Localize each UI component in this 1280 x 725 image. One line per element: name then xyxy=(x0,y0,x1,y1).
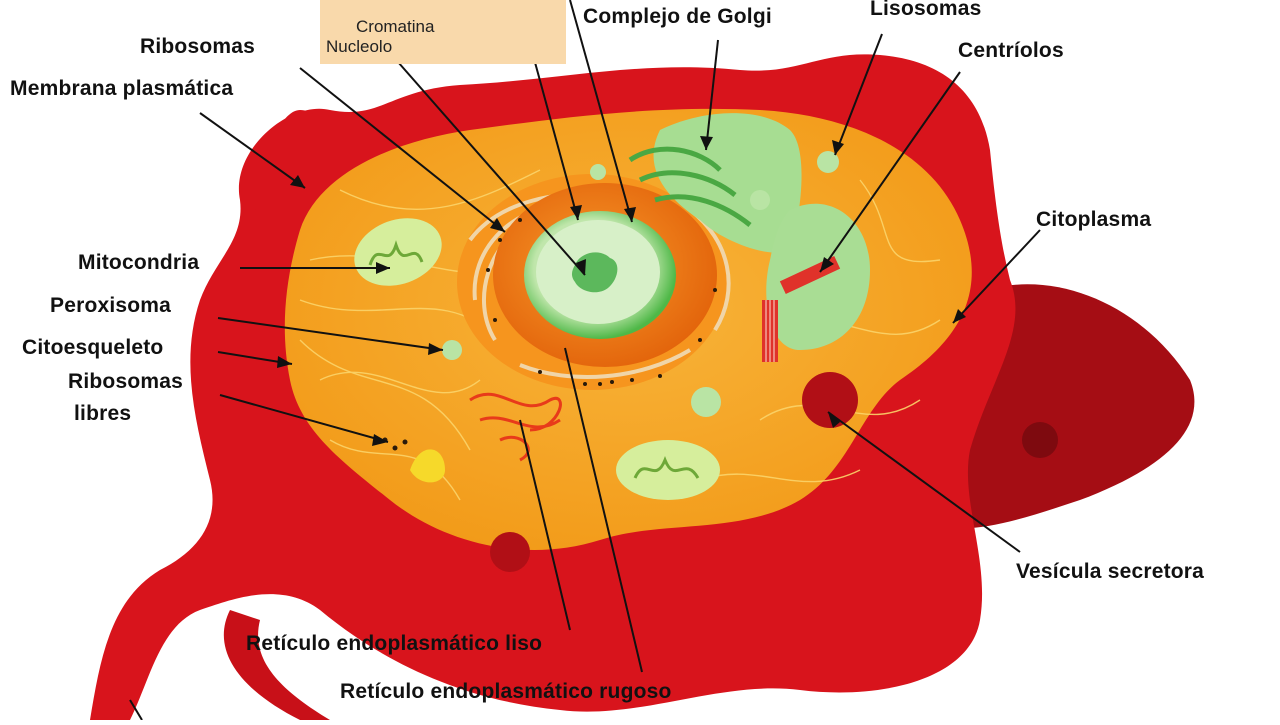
label-ribosomas-libres-1: Ribosomas xyxy=(68,370,183,393)
membrane-pore-1 xyxy=(1022,422,1058,458)
label-nucleolo: Nucleolo xyxy=(326,37,393,56)
label-citoesqueleto: Citoesqueleto xyxy=(22,336,164,359)
label-peroxisoma: Peroxisoma xyxy=(50,294,172,317)
label-vesicula-secretora: Vesícula secretora xyxy=(1016,560,1205,583)
label-cromatina: Cromatina xyxy=(356,17,435,36)
label-membrana-plasmatica: Membrana plasmática xyxy=(10,77,234,100)
arrowheads xyxy=(277,136,966,446)
yellow-vesicle xyxy=(410,449,445,483)
centriole-stripes xyxy=(765,300,775,362)
golgi-apparatus xyxy=(628,113,802,253)
mitochondrion-lower xyxy=(616,440,720,500)
label-ribosomas: Ribosomas xyxy=(140,35,255,58)
lysosome xyxy=(817,151,839,173)
label-citoplasma: Citoplasma xyxy=(1036,208,1152,231)
vesicle-small-1 xyxy=(590,164,606,180)
leader-lines xyxy=(129,0,1041,721)
label-reticulo-rugoso: Retículo endoplasmático rugoso xyxy=(340,680,672,703)
peroxisome xyxy=(442,340,462,360)
label-centriolos: Centríolos xyxy=(958,39,1064,62)
label-ribosomas-libres-2: libres xyxy=(74,402,132,425)
membrane-pore-2 xyxy=(490,532,530,572)
label-reticulo-liso: Retículo endoplasmático liso xyxy=(246,632,543,655)
label-complejo-golgi: Complejo de Golgi xyxy=(583,5,772,28)
membrane-protrusion xyxy=(255,110,345,210)
vesicle-small-2 xyxy=(691,387,721,417)
label-lisosomas: Lisosomas xyxy=(870,0,982,20)
secretory-vesicle xyxy=(802,372,858,428)
label-mitocondria: Mitocondria xyxy=(78,251,200,274)
membrane-tail xyxy=(223,610,330,720)
label-note-box xyxy=(320,0,566,64)
rer-ribosomes xyxy=(486,218,717,386)
